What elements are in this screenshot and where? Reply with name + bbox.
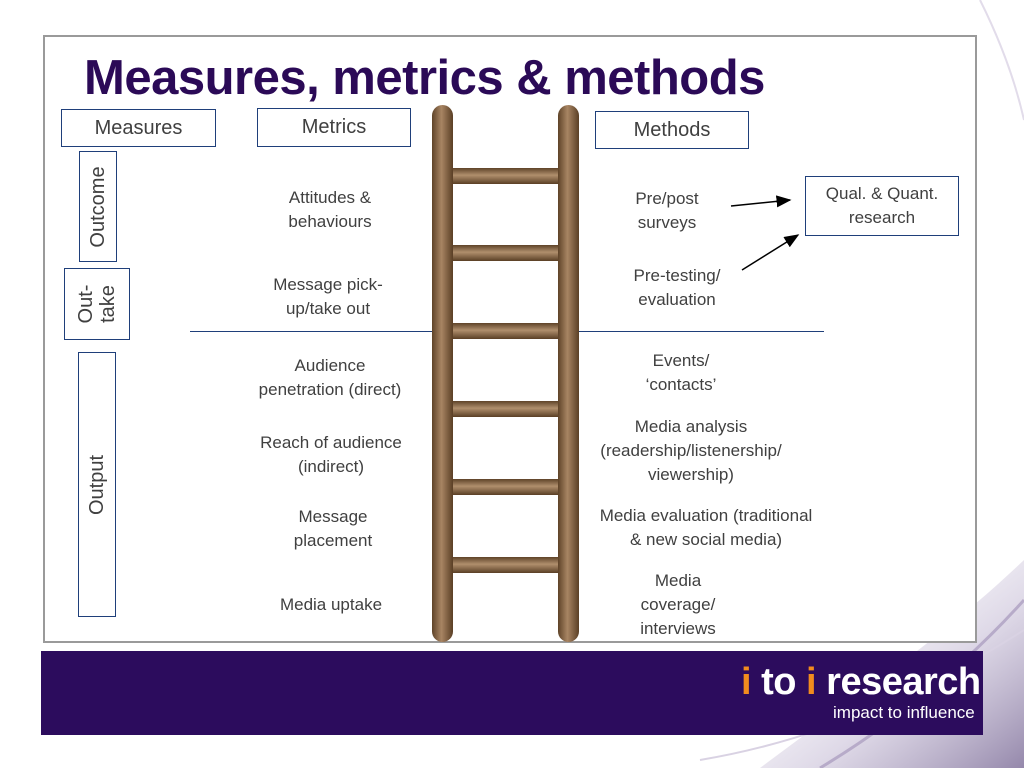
- metric-line: Media uptake: [279, 595, 383, 614]
- metric-line: placement: [293, 531, 373, 550]
- metric-message-placement: Message placement: [223, 505, 443, 553]
- method-line: Media: [654, 571, 702, 590]
- company-logo: i to i research impact to influence: [735, 655, 983, 731]
- footer-bar: i to i research impact to influence: [41, 651, 983, 735]
- ladder-rail-left: [432, 105, 453, 642]
- callout-line1: Qual. & Quant.: [825, 184, 939, 203]
- metric-reach-of-audience: Reach of audience (indirect): [221, 431, 441, 479]
- ladder-rung: [450, 245, 560, 261]
- method-line: (readership/listenership/: [600, 441, 782, 460]
- metric-line: Attitudes &: [288, 188, 372, 207]
- outcome-box: Outcome: [79, 151, 117, 262]
- ladder-rung: [450, 323, 560, 339]
- logo-i-first: i: [741, 661, 752, 703]
- metric-line: up/take out: [285, 299, 371, 318]
- methods-header-label: Methods: [633, 118, 711, 141]
- metric-audience-penetration: Audience penetration (direct): [220, 354, 440, 402]
- logo-research: research: [816, 661, 981, 703]
- logo-i-second: i: [806, 661, 817, 703]
- metric-line: Audience: [294, 356, 366, 375]
- metrics-header: Metrics: [257, 108, 411, 147]
- method-line: & new social media): [629, 530, 783, 549]
- method-line: Media analysis: [634, 417, 748, 436]
- metrics-header-label: Metrics: [301, 116, 367, 138]
- ladder-rung: [450, 401, 560, 417]
- method-line: Media evaluation (traditional: [599, 506, 813, 525]
- measures-header: Measures: [61, 109, 216, 147]
- measures-header-label: Measures: [94, 116, 183, 139]
- logo-to: to: [751, 661, 807, 703]
- metric-line: Message: [298, 507, 368, 526]
- metric-message-pickup: Message pick- up/take out: [218, 273, 438, 321]
- ladder-rungs: [450, 168, 560, 573]
- method-line: Events/: [652, 351, 710, 370]
- ladder-rail-right: [558, 105, 579, 642]
- qual-quant-callout: Qual. & Quant. research: [805, 176, 959, 236]
- method-line: Pre/post: [635, 189, 699, 208]
- ladder-rung: [450, 168, 560, 184]
- ladder-rung: [450, 557, 560, 573]
- logo-tagline: impact to influence: [833, 703, 975, 722]
- metric-line: (indirect): [297, 457, 365, 476]
- metric-attitudes-behaviours: Attitudes & behaviours: [220, 186, 440, 234]
- method-media-coverage: Media coverage/ interviews: [568, 569, 788, 641]
- metric-line: behaviours: [288, 212, 372, 231]
- method-line: Pre-testing/: [633, 266, 721, 285]
- method-events-contacts: Events/ ‘contacts’: [571, 349, 791, 397]
- method-media-analysis: Media analysis (readership/listenership/…: [581, 415, 801, 487]
- slide-title: Measures, metrics & methods: [84, 51, 765, 105]
- logo-wordmark: i to i research: [741, 661, 981, 704]
- outtake-box: Out- take: [64, 268, 130, 340]
- method-line: interviews: [640, 619, 716, 638]
- metric-media-uptake: Media uptake: [221, 593, 441, 617]
- metric-line: Reach of audience: [260, 433, 402, 452]
- metric-line: penetration (direct): [258, 380, 402, 399]
- method-media-evaluation: Media evaluation (traditional & new soci…: [578, 504, 834, 552]
- method-line: viewership): [648, 465, 734, 484]
- methods-header: Methods: [595, 111, 749, 149]
- method-pre-testing: Pre-testing/ evaluation: [567, 264, 787, 312]
- method-line: ‘contacts’: [645, 375, 717, 394]
- callout-line2: research: [848, 208, 916, 227]
- metric-line: Message pick-: [273, 275, 383, 294]
- method-pre-post-surveys: Pre/post surveys: [557, 187, 777, 235]
- method-line: surveys: [637, 213, 697, 232]
- ladder-rung: [450, 479, 560, 495]
- method-line: coverage/: [640, 595, 716, 614]
- method-line: evaluation: [638, 290, 716, 309]
- output-box: Output: [78, 352, 116, 617]
